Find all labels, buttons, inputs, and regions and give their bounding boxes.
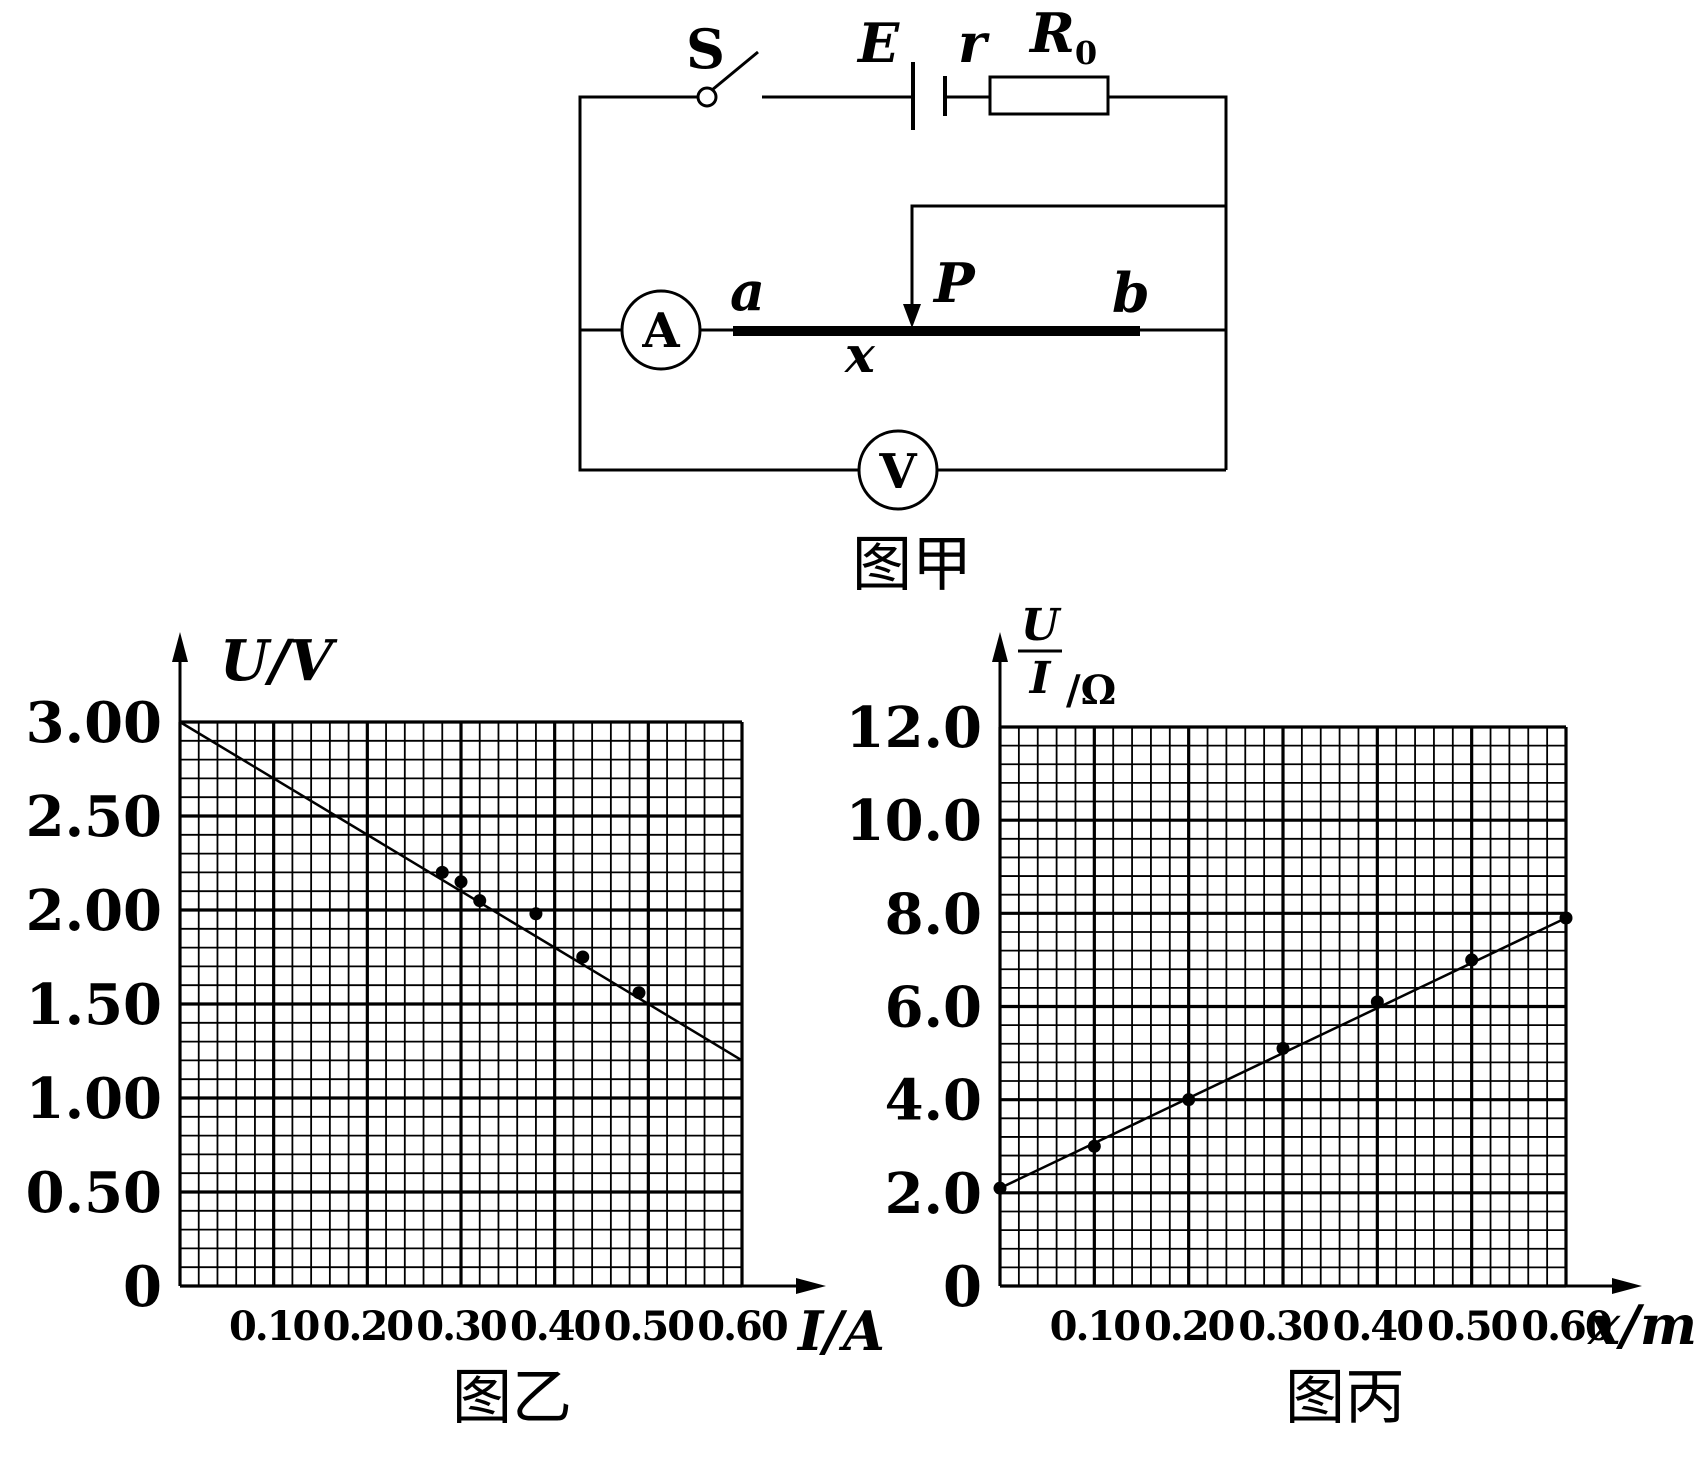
chart1-y-axis-label: U/V bbox=[220, 628, 338, 694]
chart2-y-tick-label: 0 bbox=[943, 1254, 982, 1320]
chart2-data-point bbox=[1559, 911, 1573, 925]
chart1-x-tick-label: 0.10 bbox=[229, 1303, 319, 1350]
end-a-label: a bbox=[730, 259, 765, 323]
internal-r-label: r bbox=[958, 11, 990, 75]
r0-main: R bbox=[1028, 1, 1075, 65]
slider-label: P bbox=[932, 251, 976, 315]
chart1-x-tick-label: 0.20 bbox=[323, 1303, 413, 1350]
chart2-y-label-unit: /Ω bbox=[1066, 667, 1116, 714]
chart2-y-tick-label: 6.0 bbox=[885, 975, 982, 1041]
switch-blade bbox=[711, 50, 759, 92]
chart2-data-point bbox=[1370, 995, 1384, 1009]
chart1-data-point bbox=[454, 875, 468, 889]
chart1-fit-line bbox=[179, 720, 743, 1062]
chart2-marks bbox=[993, 911, 1573, 1195]
chart1-x-tick-label: 0.50 bbox=[604, 1303, 694, 1350]
emf-label: E bbox=[856, 11, 900, 75]
figure-c-caption: 图丙 bbox=[1285, 1363, 1405, 1433]
chart1-y-tick-label: 1.50 bbox=[26, 972, 162, 1038]
chart1-x-axis-label: I/A bbox=[796, 1299, 885, 1363]
chart2-x-tick-label: 0.40 bbox=[1333, 1303, 1423, 1350]
chart2-y-tick-label: 10.0 bbox=[846, 788, 982, 854]
chart1-y-tick-label: 2.50 bbox=[26, 784, 162, 850]
chart2-x-tick-label: 0.10 bbox=[1050, 1303, 1140, 1350]
chart1-y-arrow bbox=[172, 632, 188, 662]
figure-a-caption: 图甲 bbox=[852, 530, 972, 600]
chart1-data-point bbox=[473, 894, 487, 908]
chart2-y-tick-labels: 12.0 10.0 8.0 6.0 4.0 2.0 0 bbox=[846, 695, 982, 1320]
figure-b-caption: 图乙 bbox=[452, 1363, 572, 1433]
chart1-data-point bbox=[435, 865, 449, 879]
chart1-y-tick-labels: 3.00 2.50 2.00 1.50 1.00 0.50 0 bbox=[26, 690, 162, 1320]
chart1-y-tick-label: 1.00 bbox=[26, 1066, 162, 1132]
resistor-r0 bbox=[988, 75, 1110, 116]
chart2-x-tick-label: 0.20 bbox=[1144, 1303, 1234, 1350]
chart2-y-arrow bbox=[992, 632, 1008, 662]
r0-subscript: 0 bbox=[1075, 34, 1097, 72]
switch-label: S bbox=[686, 17, 725, 81]
circuit-diagram: S E r R0 A V a b P x 图甲 bbox=[578, 1, 1228, 600]
chart2-x-tick-label: 0.60 bbox=[1521, 1303, 1611, 1350]
switch-pivot bbox=[696, 86, 718, 108]
chart1-y-tick-label: 0.50 bbox=[26, 1160, 162, 1226]
chart2-data-point bbox=[1465, 953, 1479, 967]
chart2-y-tick-label: 12.0 bbox=[846, 695, 982, 761]
chart1-data-point bbox=[529, 907, 543, 921]
chart1-grid bbox=[178, 720, 744, 1288]
chart1-y-tick-label: 3.00 bbox=[26, 690, 162, 756]
chart1-y-tick-label: 2.00 bbox=[26, 878, 162, 944]
chart2-x-tick-label: 0.50 bbox=[1427, 1303, 1517, 1350]
length-label: x bbox=[844, 325, 876, 384]
chart1-data-point bbox=[576, 950, 590, 964]
slider-arrow bbox=[903, 304, 921, 328]
chart2-data-point bbox=[993, 1181, 1007, 1195]
chart2-data-point bbox=[1182, 1093, 1196, 1107]
wire-top-left bbox=[578, 95, 700, 430]
r0-label: R0 bbox=[1028, 1, 1097, 72]
chart1-x-tick-label: 0.30 bbox=[416, 1303, 506, 1350]
chart2-grid bbox=[998, 725, 1568, 1288]
chart2-y-tick-label: 4.0 bbox=[885, 1068, 982, 1134]
end-b-label: b bbox=[1112, 261, 1150, 325]
chart2-y-label-denominator: I bbox=[1028, 653, 1052, 704]
chart1-x-tick-label: 0.60 bbox=[697, 1303, 787, 1350]
chart2-y-tick-label: 2.0 bbox=[885, 1161, 982, 1227]
chart2-x-tick-label: 0.30 bbox=[1238, 1303, 1328, 1350]
chart2-data-point bbox=[1087, 1139, 1101, 1153]
chart1-marks bbox=[179, 720, 743, 1062]
wire-right bbox=[1108, 95, 1228, 470]
chart2-x-arrow bbox=[1612, 1278, 1642, 1294]
chart1-x-tick-label: 0.40 bbox=[510, 1303, 600, 1350]
wire-slider bbox=[910, 204, 1226, 310]
chart2-y-tick-label: 8.0 bbox=[885, 881, 982, 947]
chart1-y-tick-label: 0 bbox=[123, 1254, 162, 1320]
ammeter-label: A bbox=[641, 303, 680, 359]
chart2-y-label-numerator: U bbox=[1021, 600, 1062, 651]
wire-bottom-left bbox=[578, 430, 859, 472]
chart2-data-point bbox=[1276, 1041, 1290, 1055]
chart1-data-point bbox=[632, 986, 646, 1000]
chart2-x-axis-label: x/m bbox=[1587, 1293, 1697, 1357]
voltmeter-label: V bbox=[878, 444, 917, 500]
chart1-x-arrow bbox=[796, 1278, 826, 1294]
